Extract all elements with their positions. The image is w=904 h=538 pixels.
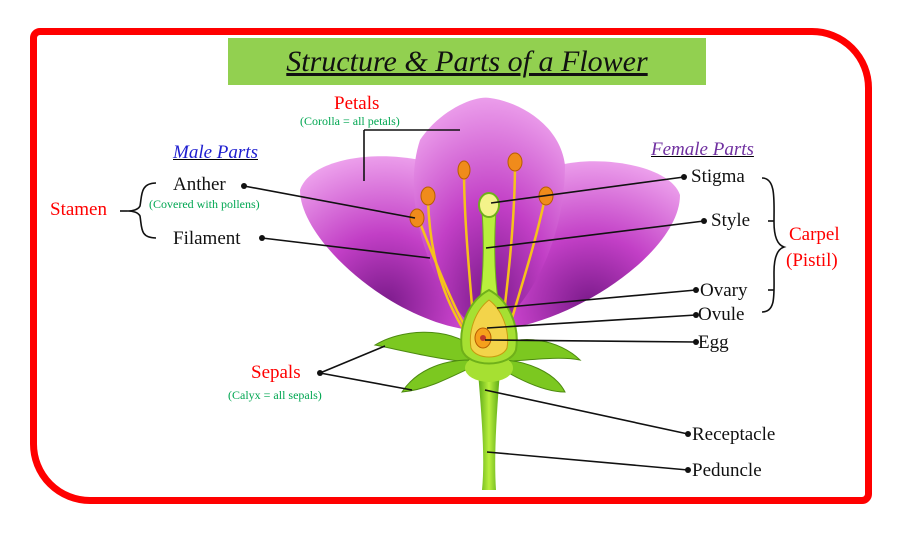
male-parts-heading: Male Parts	[173, 142, 258, 163]
sepal-left	[373, 331, 476, 363]
stigma-shape	[478, 192, 500, 218]
anther-label: Anther	[173, 174, 226, 195]
carpel-bracket	[761, 177, 787, 313]
pistil-label: (Pistil)	[786, 250, 838, 271]
sepals-label: Sepals	[251, 362, 301, 383]
pointer-lines	[243, 129, 705, 471]
egg-shape	[480, 335, 486, 341]
sepal-left-low	[401, 359, 471, 393]
ovule-label: Ovule	[698, 304, 745, 325]
female-parts-heading: Female Parts	[651, 139, 754, 160]
egg-label: Egg	[698, 332, 729, 353]
stem	[478, 372, 500, 490]
peduncle-label: Peduncle	[692, 460, 762, 481]
petals-label: Petals	[334, 93, 380, 114]
sepal-right-low	[499, 359, 566, 393]
title-background	[228, 38, 706, 85]
filament-label: Filament	[173, 228, 241, 249]
ovary-label: Ovary	[700, 280, 748, 301]
stigma-label: Stigma	[691, 166, 745, 187]
page-title: Structure & Parts of a Flower	[286, 45, 648, 78]
sepals-note: (Calyx = all sepals)	[228, 388, 322, 402]
style-label: Style	[711, 210, 751, 231]
anther-note: (Covered with pollens)	[149, 197, 260, 211]
stamen-label: Stamen	[50, 199, 107, 220]
diagram-frame	[30, 28, 872, 504]
receptacle-label: Receptacle	[692, 424, 776, 445]
carpel-label: Carpel	[789, 224, 840, 245]
petals-note: (Corolla = all petals)	[300, 114, 400, 128]
pointer-dots	[241, 174, 707, 473]
